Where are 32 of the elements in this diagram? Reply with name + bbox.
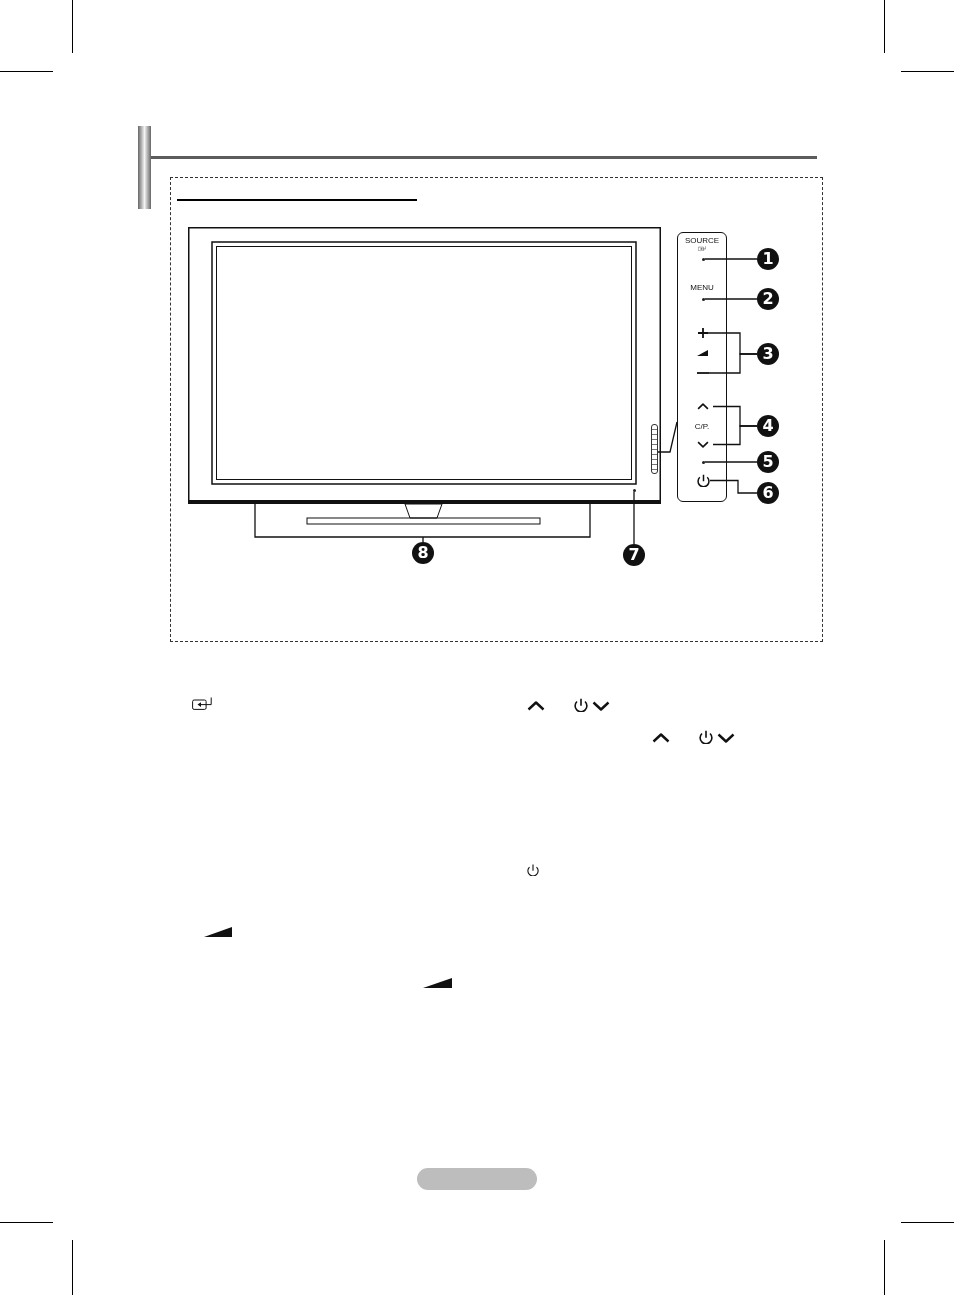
power-icon <box>697 474 710 487</box>
dot-icon <box>701 460 705 464</box>
side-strip <box>651 424 658 474</box>
leader-line <box>712 425 758 446</box>
leader-line <box>709 479 758 494</box>
plus-icon <box>698 328 708 338</box>
button-label: MENU <box>690 283 714 292</box>
connector-line <box>657 421 678 453</box>
sensor-dot <box>632 489 636 492</box>
callout-number: 4 <box>757 415 779 437</box>
dot-icon <box>701 257 705 261</box>
minus-icon <box>697 371 709 375</box>
tv-drawing <box>188 227 661 526</box>
dot-icon <box>701 297 705 301</box>
callout-number: 5 <box>757 451 779 473</box>
leader-line <box>254 503 591 543</box>
leader-line <box>703 461 758 463</box>
button-label: C/P. <box>694 422 710 431</box>
callout-number: 1 <box>757 248 779 270</box>
leader-line <box>703 258 758 260</box>
leader-line <box>633 491 635 545</box>
leader-line <box>703 298 758 300</box>
button-label: SOURCE <box>684 236 720 245</box>
leader-line <box>708 353 758 374</box>
control-panel <box>677 232 727 502</box>
callout-number: 3 <box>757 343 779 365</box>
callout-number: 8 <box>412 542 434 564</box>
callout-number: 7 <box>623 544 645 566</box>
caret-up-icon <box>697 403 709 410</box>
caret-down-icon <box>697 441 709 448</box>
callout-number: 2 <box>757 288 779 310</box>
callout-number: 6 <box>757 482 779 504</box>
